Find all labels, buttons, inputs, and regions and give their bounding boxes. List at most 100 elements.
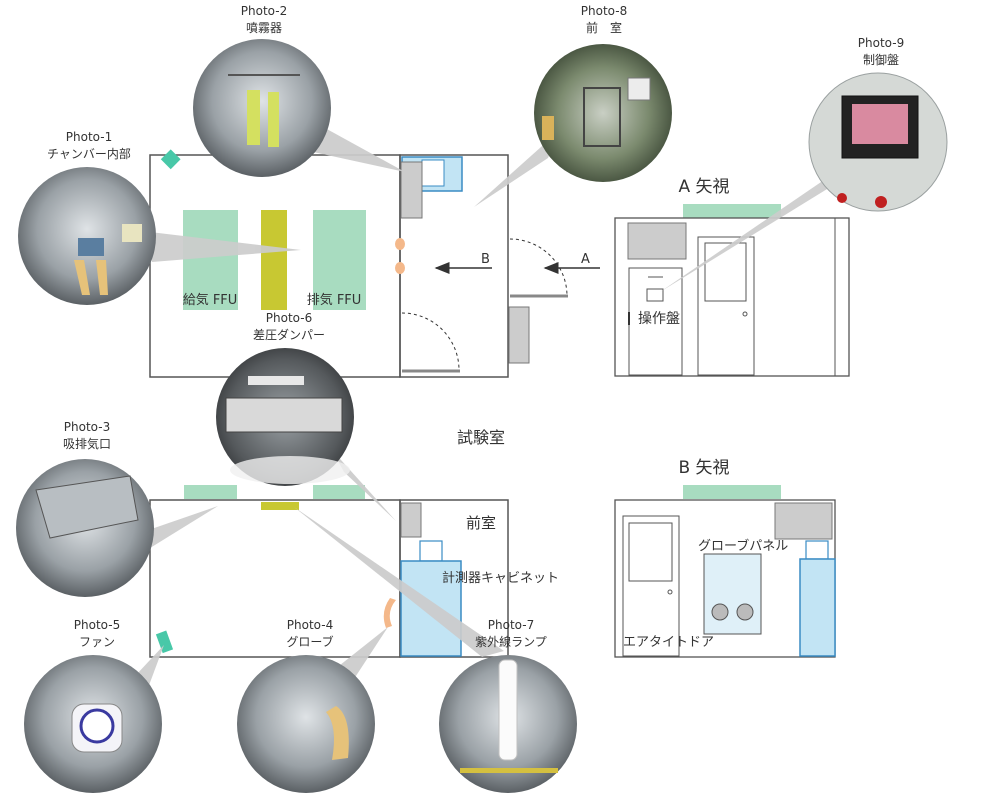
supply-ffu <box>183 210 238 310</box>
photo-7-name: 紫外線ランプ <box>475 634 547 649</box>
callout-photo-8 <box>474 130 560 207</box>
photo-5-id: Photo-5 <box>74 618 120 632</box>
control-box-plan <box>508 306 530 364</box>
b-view-airtight-door <box>622 515 680 657</box>
photo-8-id: Photo-8 <box>581 4 627 18</box>
b-view-cabinet <box>799 558 836 657</box>
cabinet-plan-inner <box>421 159 445 187</box>
a-view-door <box>697 236 755 376</box>
photo-9-red-button-right <box>875 196 887 208</box>
photo-8: Photo-8 前 室 <box>534 4 672 182</box>
photo-1-gloves <box>74 260 108 295</box>
a-view-elevation: A 矢視 操作盤 <box>614 177 850 377</box>
photo-1-name: チャンバー内部 <box>47 146 131 161</box>
bottom-anteroom-outline <box>399 499 509 658</box>
supply-ffu-label: 給気 FFU <box>183 292 238 308</box>
photo-5: Photo-5 ファン <box>24 618 162 793</box>
photo-2-yellow-sheet-left <box>247 90 260 145</box>
bottom-plan-view: 試験室 前室 計測器キャビネット <box>149 428 559 658</box>
photo-4-name: グローブ <box>286 634 333 649</box>
photo-3: Photo-3 吸排気口 <box>16 420 154 597</box>
photo-8-image <box>534 44 672 182</box>
a-view-control-screen <box>646 288 664 302</box>
callout-photo-1 <box>150 232 301 262</box>
exhaust-ffu <box>313 210 366 310</box>
instrument-cabinet-label: 計測器キャビネット <box>442 570 559 586</box>
photo-3-name: 吸排気口 <box>63 436 111 451</box>
photo-2-image <box>193 39 331 177</box>
fan-marker <box>160 149 181 170</box>
photo-9-touchscreen <box>852 104 908 144</box>
inner-door-swing <box>401 312 460 371</box>
bottom-fan-marker <box>155 630 174 654</box>
photo-8-wall-panel <box>627 77 651 101</box>
b-view-glove-port-right <box>736 603 754 621</box>
photo-9-name: 制御盤 <box>863 52 899 67</box>
photo-4: Photo-4 グローブ <box>237 618 375 793</box>
photo-8-name: 前 室 <box>586 20 622 35</box>
photo-8-glove-port <box>542 116 554 140</box>
photo-1-image <box>18 167 156 305</box>
photo-6-damper-top <box>248 376 304 385</box>
bottom-exhaust-ffu <box>313 485 365 499</box>
glove-port-upper <box>395 238 405 250</box>
a-view-control-panel-label: 操作盤 <box>638 311 680 327</box>
photo-1-window <box>78 238 104 256</box>
photo-3-duct <box>35 475 139 539</box>
photo-2-yellow-sheet-right <box>268 92 279 147</box>
photo-6-id: Photo-6 <box>266 311 312 325</box>
anteroom-label: 前室 <box>466 514 496 532</box>
b-view-ffu <box>683 485 781 499</box>
photo-7-yellow-band <box>460 768 558 773</box>
b-view-cabinet-top <box>805 540 829 560</box>
bottom-damper <box>261 502 299 510</box>
b-view-elevation: B 矢視 エアタイトドア グローブパネル <box>614 458 836 658</box>
photo-7: Photo-7 紫外線ランプ <box>439 618 577 793</box>
photo-1-id: Photo-1 <box>66 130 112 144</box>
glove-port-lower <box>395 262 405 274</box>
a-view-door-window <box>704 242 747 302</box>
photo-2: Photo-2 噴霧器 <box>193 4 331 177</box>
photo-6: Photo-6 差圧ダンパー <box>216 311 354 486</box>
a-view-door-knob <box>742 311 748 317</box>
photo-7-id: Photo-7 <box>488 618 534 632</box>
test-room-label: 試験室 <box>457 428 505 447</box>
bottom-grey-box <box>400 502 422 538</box>
outer-door-swing <box>509 238 568 297</box>
photo-2-id: Photo-2 <box>241 4 287 18</box>
photo-7-lamp-tube <box>498 659 518 761</box>
b-view-glove-panel <box>703 553 762 635</box>
bottom-glove <box>383 598 396 628</box>
bottom-supply-ffu <box>184 485 237 499</box>
photo-9-id: Photo-9 <box>858 36 904 50</box>
a-view-grey-box <box>627 222 687 260</box>
b-view-door-knob <box>667 589 673 595</box>
differential-damper <box>261 210 287 310</box>
arrow-b-label: B <box>481 252 490 267</box>
sprayer-unit <box>400 161 423 219</box>
cabinet-top <box>419 540 443 562</box>
top-plan-view: 給気 FFU 排気 FFU B A <box>149 149 600 378</box>
photo-3-id: Photo-3 <box>64 420 110 434</box>
a-view-ffu <box>683 204 781 218</box>
arrow-a-label: A <box>581 252 590 267</box>
a-view-title: A 矢視 <box>678 177 729 197</box>
photo-4-glove <box>326 706 349 760</box>
b-view-grey-box <box>774 502 833 540</box>
callout-photo-9 <box>660 178 845 292</box>
b-view-door-window <box>628 522 673 582</box>
photo-6-name: 差圧ダンパー <box>253 327 325 342</box>
callout-wedges <box>134 128 845 688</box>
a-view-outline <box>614 217 850 377</box>
callout-photo-2 <box>304 128 405 172</box>
photo-9-red-button-left <box>837 193 847 203</box>
b-view-airtight-door-label: エアタイトドア <box>623 635 714 650</box>
callout-photo-3 <box>134 506 218 553</box>
photo-1-panel <box>122 224 142 242</box>
b-view-title: B 矢視 <box>678 458 729 478</box>
callout-photo-7 <box>294 507 504 657</box>
photo-6-light <box>230 456 350 484</box>
b-view-glove-panel-label: グローブパネル <box>698 538 788 554</box>
photo-4-image <box>237 655 375 793</box>
